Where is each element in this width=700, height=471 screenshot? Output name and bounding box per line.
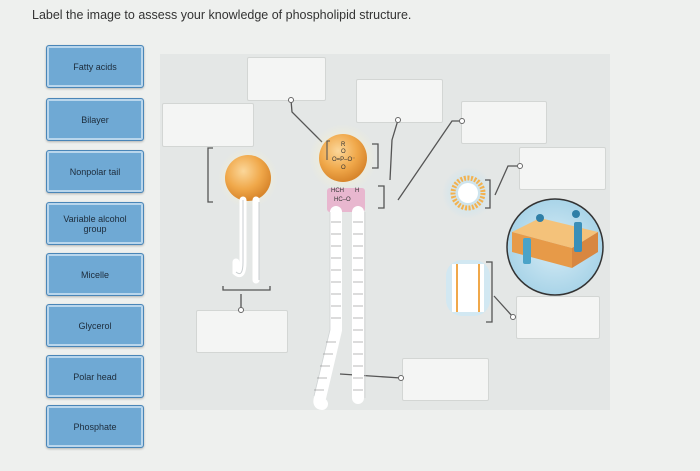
leader-endpoints [238, 97, 523, 381]
glycerol-left-label: HCH [331, 188, 344, 194]
simple-phospholipid [207, 147, 278, 291]
label-card-variable-alcohol-group[interactable]: Variable alcohol group [46, 202, 144, 245]
glycerol-mid-label: HC–O [334, 197, 351, 203]
molecule-r-label: R [341, 142, 346, 148]
drop-target-lower-left[interactable] [196, 310, 288, 353]
label-card-text: Polar head [73, 371, 117, 382]
glycerol-right-label: H [355, 188, 360, 194]
leader-lines [240, 99, 520, 379]
label-card-text: Nonpolar tail [69, 166, 121, 177]
label-card-text: Fatty acids [73, 61, 117, 72]
bilayer-strip [446, 260, 493, 323]
micelle [442, 167, 494, 219]
label-card-text: Phosphate [73, 421, 117, 432]
label-card-fatty-acids[interactable]: Fatty acids [46, 45, 144, 88]
label-card-nonpolar-tail[interactable]: Nonpolar tail [46, 150, 144, 193]
detailed-phospholipid [309, 124, 385, 410]
label-card-bilayer[interactable]: Bilayer [46, 98, 144, 141]
label-card-text: Glycerol [78, 320, 112, 331]
drop-target-right-upper[interactable] [461, 101, 547, 144]
label-card-glycerol[interactable]: Glycerol [46, 304, 144, 347]
phosphate-group-label: O=P–O⁻ [332, 157, 356, 163]
membrane-zoom [506, 198, 604, 296]
label-card-phosphate[interactable]: Phosphate [46, 405, 144, 448]
drop-target-lower-right[interactable] [516, 296, 600, 339]
molecule-o-top-label: O [341, 149, 346, 155]
drop-target-left-upper[interactable] [162, 103, 254, 147]
label-card-text: Variable alcohol group [63, 213, 127, 234]
label-card-micelle[interactable]: Micelle [46, 253, 144, 296]
drop-target-far-right[interactable] [519, 147, 606, 190]
molecule-o-bottom-label: O [341, 165, 346, 171]
label-card-text: Micelle [80, 269, 109, 280]
drop-target-top-center[interactable] [247, 57, 326, 101]
label-card-polar-head[interactable]: Polar head [46, 355, 144, 398]
label-card-text: Bilayer [81, 114, 109, 125]
instruction-text: Label the image to assess your knowledge… [32, 8, 412, 22]
